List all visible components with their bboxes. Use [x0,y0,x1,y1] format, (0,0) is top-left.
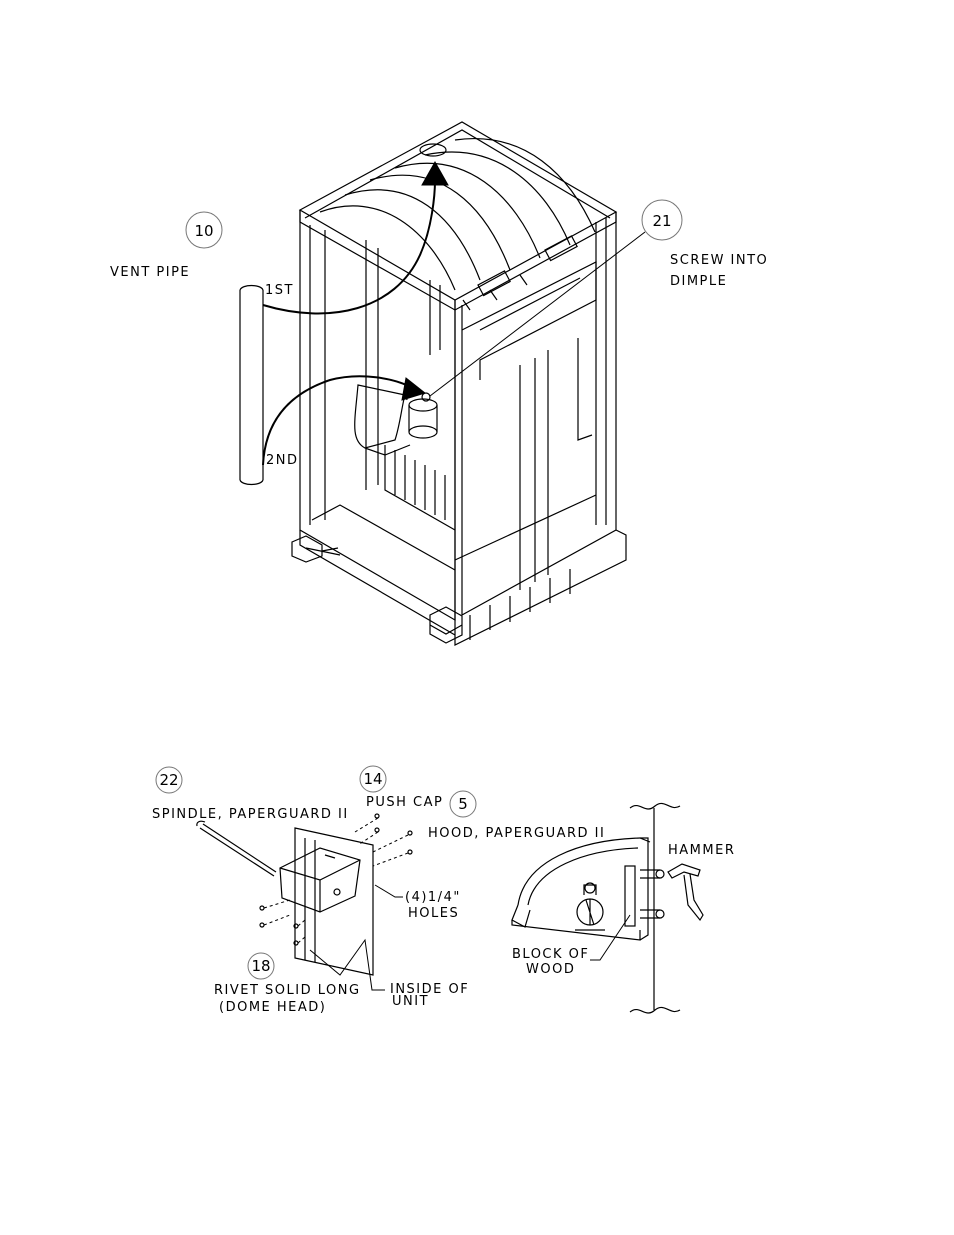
label-rivet-line1: RIVET SOLID LONG [214,983,361,998]
leader-block-of-wood [590,915,630,960]
callout-number-22: 22 [159,771,178,789]
label-holes-line2: HOLES [408,906,459,921]
label-step-2nd: 2ND [266,453,299,468]
callout-screw: 21 SCREW INTO DIMPLE [430,200,768,396]
bottom-left-diagram: 22 SPINDLE, PAPERGUARD II 14 PUSH CAP 5 … [152,766,605,1015]
unit-roof [300,122,616,310]
label-inside-line2: UNIT [392,994,429,1009]
top-diagram: 10 VENT PIPE 1ST 2ND 21 SCREW INTO DIMPL… [110,122,768,645]
unit-body [292,210,626,645]
label-holes-line1: (4)1/4" [405,890,461,905]
callout-number-21: 21 [652,212,671,230]
label-step-1st: 1ST [265,283,294,298]
hood-box [280,848,360,912]
label-rivet-line2: (DOME HEAD) [219,1000,326,1015]
label-block-line1: BLOCK OF [512,947,589,962]
leader-holes [375,885,403,897]
callout-vent-pipe: 10 VENT PIPE [110,212,222,280]
hood-profile [512,838,650,940]
label-screw-line1: SCREW INTO [670,253,768,268]
label-spindle: SPINDLE, PAPERGUARD II [152,807,349,822]
urinal [355,385,437,455]
paper-holder [575,883,605,930]
arrow-2nd [263,376,425,465]
callout-number-14: 14 [363,770,382,788]
spindle [197,821,276,876]
label-vent-pipe: VENT PIPE [110,265,190,280]
block-of-wood [625,866,635,926]
label-block-line2: WOOD [526,962,575,977]
rivets [260,814,412,945]
callout-number-10: 10 [194,222,213,240]
label-screw-line2: DIMPLE [670,274,727,289]
vent-pipe [240,286,263,485]
wall-plate [295,828,373,975]
label-push-cap: PUSH CAP [366,795,443,810]
label-hammer: HAMMER [668,843,735,858]
label-hood: HOOD, PAPERGUARD II [428,826,605,841]
callout-number-5: 5 [458,795,468,813]
hammer-icon [668,864,703,920]
callout-number-18: 18 [251,957,270,975]
